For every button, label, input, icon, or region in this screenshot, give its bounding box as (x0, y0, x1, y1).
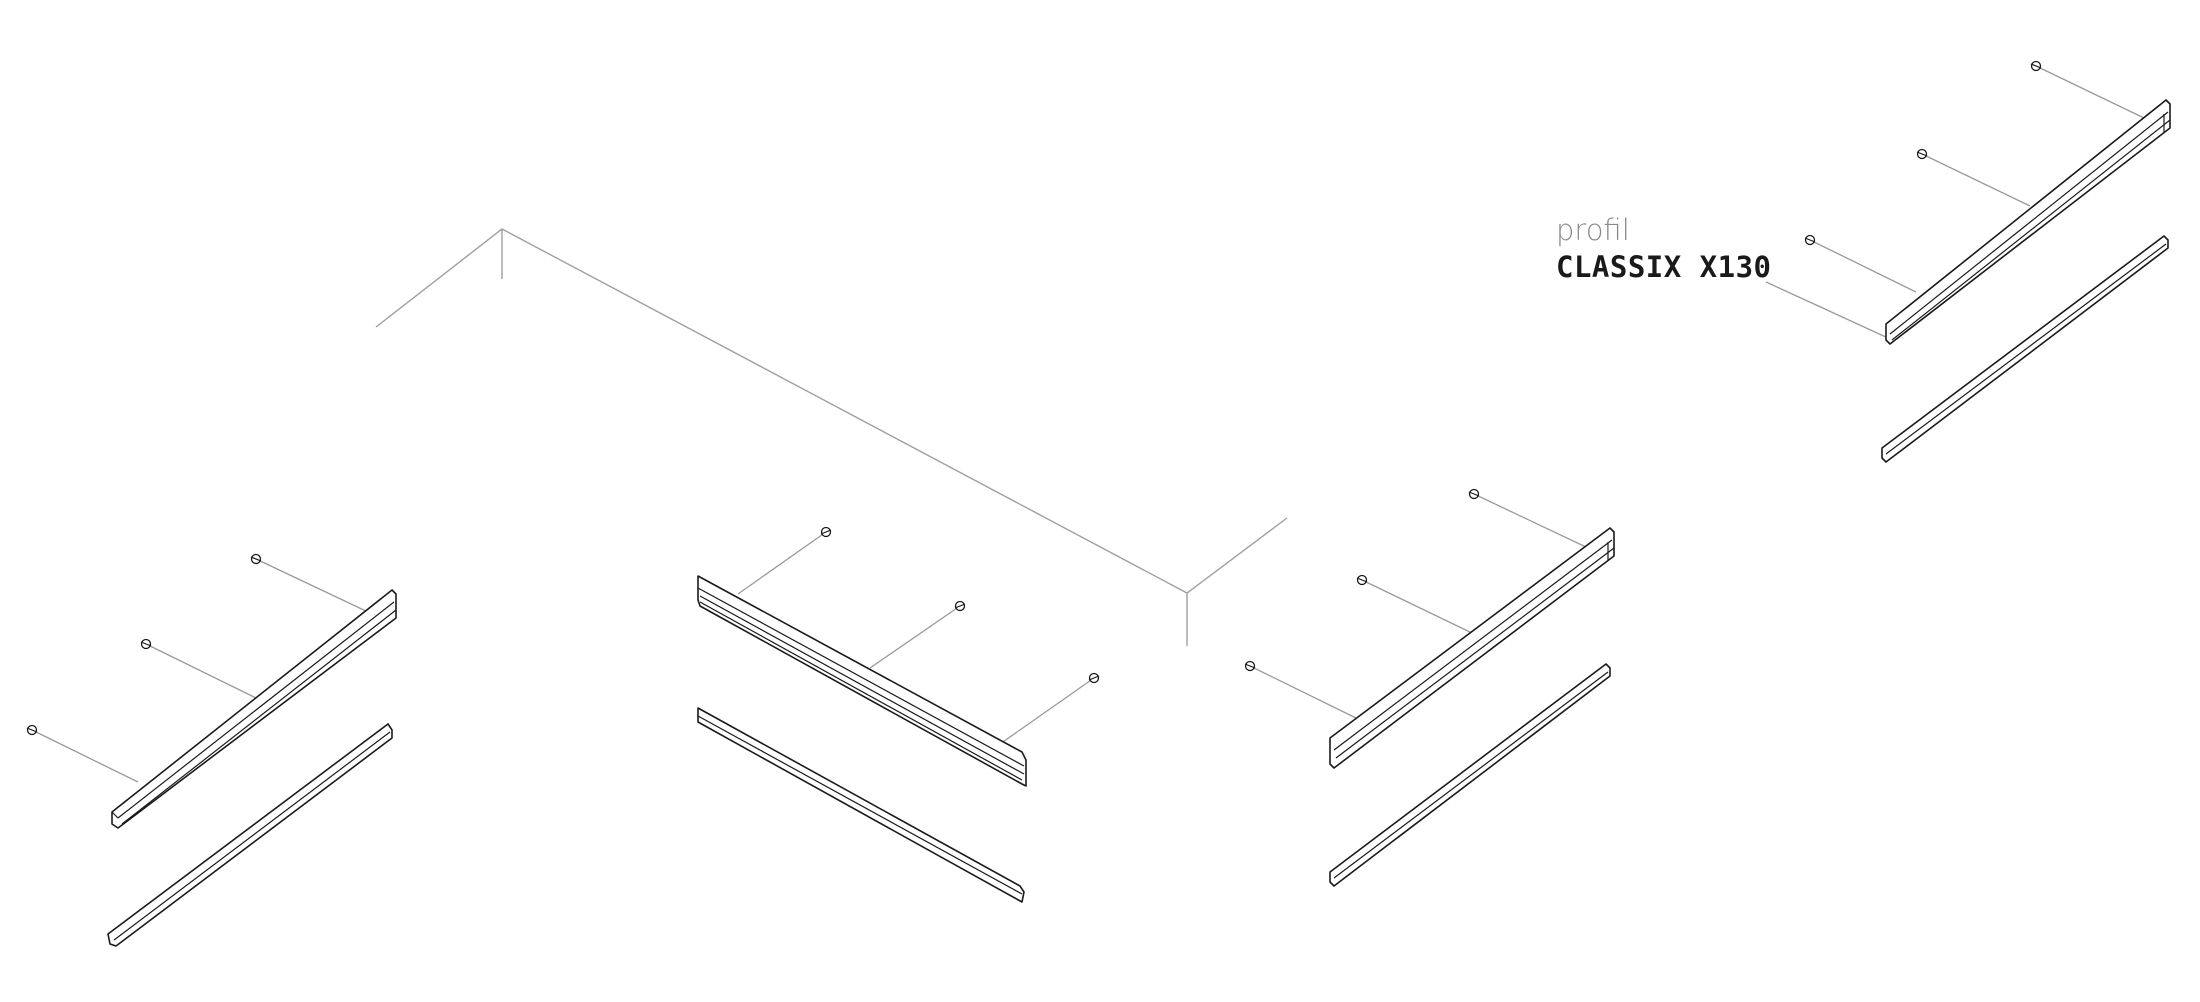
screw-icon (1804, 234, 1816, 246)
screw-icon (954, 600, 966, 612)
screw-icon (2030, 60, 2042, 72)
profile-assembly-center (697, 526, 1100, 903)
label-leader-line (1765, 281, 1889, 339)
profile-assembly-left (26, 553, 397, 947)
screw-icon (1244, 660, 1256, 672)
profile-rail (1329, 527, 1615, 769)
screw-icon (1468, 488, 1480, 500)
profile-rail (1885, 99, 2171, 345)
screw-icon (1088, 672, 1100, 684)
screw-icon (140, 638, 152, 650)
label-prefix: profil (1556, 213, 1630, 247)
screw-icon (250, 553, 262, 565)
profile-assembly-top-right (1765, 60, 2171, 463)
screw-icon (820, 526, 832, 538)
cover-strip (1329, 663, 1611, 887)
screw-icon (26, 724, 38, 736)
wall-outline (375, 228, 1288, 646)
screw-icon (1916, 148, 1928, 160)
screw-icon (1356, 574, 1368, 586)
profile-label: profil CLASSIX X130 (1556, 216, 1772, 282)
profile-rail (697, 575, 1027, 787)
profile-assembly-right (1244, 488, 1615, 887)
profile-rail (111, 589, 397, 829)
label-name: CLASSIX X130 (1556, 250, 1772, 284)
